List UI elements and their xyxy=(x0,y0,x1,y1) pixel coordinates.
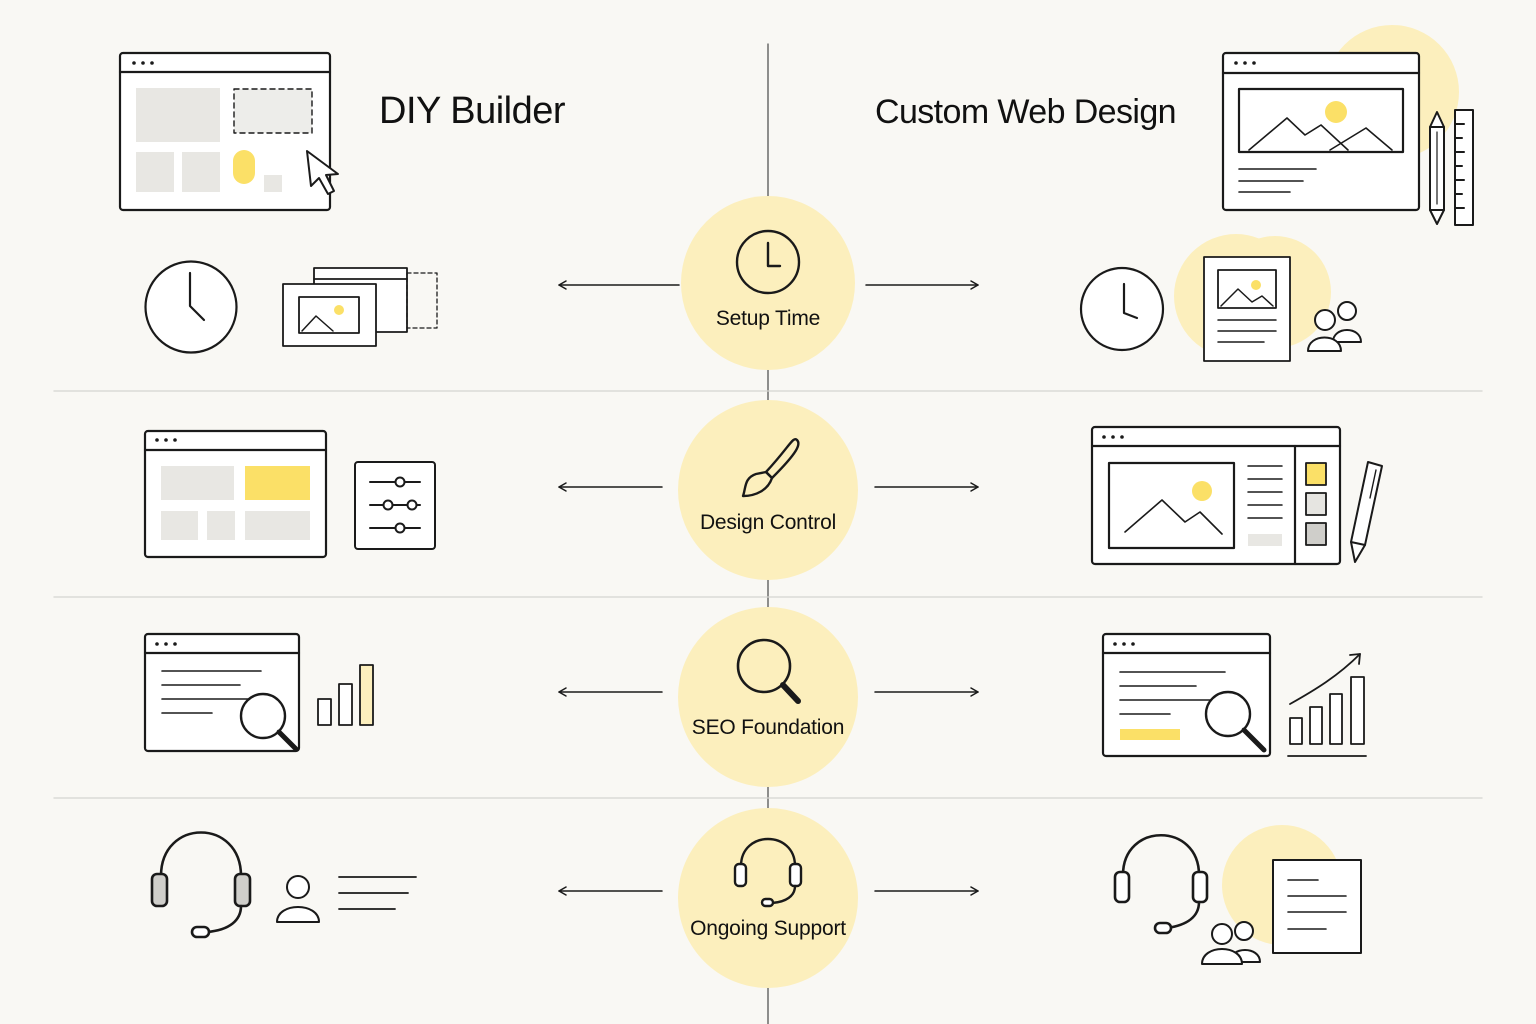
sliders-panel-icon xyxy=(354,461,436,550)
left-headset-icon xyxy=(150,831,252,939)
growth-chart-icon xyxy=(1287,653,1367,757)
left-editor-browser-icon xyxy=(143,429,328,559)
pencil-icon xyxy=(1429,111,1445,225)
cursor-arrow-icon xyxy=(306,150,339,195)
left-magnifier-icon xyxy=(239,692,299,752)
hub-circle xyxy=(678,400,858,580)
arrow-right xyxy=(874,886,979,896)
arrow-left xyxy=(558,886,663,896)
arrow-right xyxy=(874,482,979,492)
right-users-icon xyxy=(1201,921,1261,965)
custom-web-design-title: Custom Web Design xyxy=(875,93,1177,131)
left-text-lines xyxy=(338,876,417,910)
right-magnifier-icon xyxy=(1204,690,1267,753)
hub-label-design-control: Design Control xyxy=(699,511,837,534)
hub-clock-icon xyxy=(735,229,801,295)
hub-label-ongoing-support: Ongoing Support xyxy=(690,917,846,940)
hub-label-seo-foundation: SEO Foundation xyxy=(691,716,845,739)
right-seo-browser-icon xyxy=(1101,632,1272,758)
arrow-right xyxy=(874,687,979,697)
right-pencil-icon xyxy=(1350,461,1383,563)
hub-circle xyxy=(678,607,858,787)
right-document-icon xyxy=(1272,859,1362,954)
left-user-icon xyxy=(276,875,320,923)
arrow-left xyxy=(558,687,663,697)
right-clock-icon xyxy=(1079,266,1165,352)
ruler-icon xyxy=(1454,109,1474,226)
diy-builder-title: DIY Builder xyxy=(379,90,566,132)
document-with-image-icon xyxy=(1203,256,1291,362)
team-users-icon xyxy=(1307,301,1362,352)
diy-builder-browser-icon xyxy=(118,51,332,212)
hub-paintbrush-icon xyxy=(741,437,800,498)
left-clock-icon xyxy=(144,260,238,354)
arrow-left xyxy=(558,482,663,492)
template-stack-icon xyxy=(282,267,438,347)
left-bar-chart-icon xyxy=(317,664,374,726)
right-headset-icon xyxy=(1113,833,1209,935)
custom-design-browser-icon xyxy=(1221,51,1421,212)
arrow-left xyxy=(558,280,680,290)
right-design-editor-icon xyxy=(1090,425,1342,566)
hub-headset-icon xyxy=(733,837,803,908)
hub-label-setup-time: Setup Time xyxy=(715,307,821,330)
hub-circle xyxy=(681,196,855,370)
arrow-right xyxy=(865,280,979,290)
hub-magnifier-icon xyxy=(736,638,801,704)
